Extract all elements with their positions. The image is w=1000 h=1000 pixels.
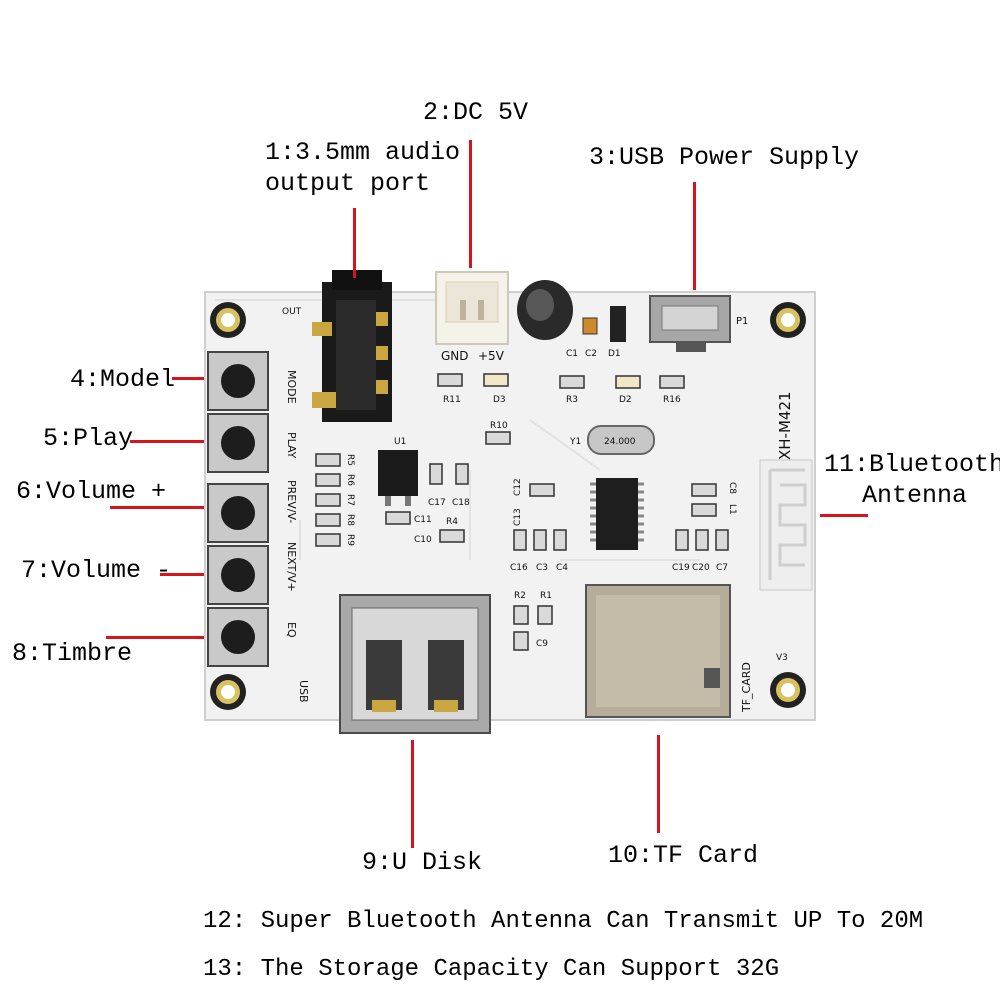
button-prev [207,483,269,543]
silk-r11: R11 [443,395,461,405]
audio-jack [312,270,392,422]
leader-dc [469,140,472,268]
callout-play: 5:Play [43,424,134,453]
silk-c16: C16 [510,563,528,573]
callout-volume-up: 6:Volume + [16,477,167,506]
leader-volume-up [110,506,204,509]
callout-u-disk: 9:U Disk [362,848,483,877]
silk-u1: U1 [394,437,406,447]
crystal-y1 [587,425,655,455]
mounting-hole [210,674,246,710]
silk-c11: C11 [414,515,432,525]
callout-timbre: 8:Timbre [12,639,133,668]
silk-r1: R1 [540,591,552,601]
dc-connector [435,271,509,345]
silk-c3: C3 [536,563,548,573]
leader-u-disk [411,740,414,848]
callout-model: 4:Model [70,365,176,394]
silk-r4: R4 [446,517,458,527]
main-ic [590,478,644,550]
silk-r7: R7 [345,494,355,506]
silk-r9: R9 [345,534,355,546]
silk-c7: C7 [716,563,728,573]
electrolytic-capacitor [517,280,626,342]
silk-c8: C8 [727,482,737,494]
callout-audio-port-line2: output port [265,169,431,198]
silk-c4: C4 [556,563,568,573]
callout-bluetooth-line1: 11:Bluetooth [824,450,1000,479]
button-mode [207,351,269,411]
button-play [207,413,269,473]
silk-usb: USB [297,680,310,703]
silk-v3: V3 [776,653,788,663]
silk-y1: Y1 [569,437,581,447]
silk-crystal: 24.000 [604,437,636,447]
silk-c20: C20 [692,563,710,573]
silk-r5: R5 [345,454,355,466]
silk-c9: C9 [536,639,548,649]
callout-tf-card: 10:TF Card [608,841,759,870]
silk-c10: C10 [414,535,432,545]
silk-d2: D2 [619,395,632,405]
silk-model-name: XH-M421 [776,391,794,460]
callout-audio-port-line1: 1:3.5mm audio [265,138,461,167]
regulator-u1 [378,450,418,506]
note-bluetooth-range: 12: Super Bluetooth Antenna Can Transmit… [203,908,924,935]
leader-bluetooth [820,514,868,517]
button-next [207,545,269,605]
usb-a-connector [339,594,491,734]
silk-next: NEXT/V+ [285,542,298,592]
silk-prev: PREV/V- [285,480,298,523]
callout-dc-5v: 2:DC 5V [423,98,529,127]
silk-eq: EQ [285,622,298,638]
silk-r3: R3 [566,395,578,405]
callout-bluetooth-line2: Antenna [862,481,968,510]
leader-timbre [106,636,204,639]
silk-p1: P1 [736,316,748,327]
silk-r16: R16 [663,395,681,405]
silk-5v: +5V [478,349,505,363]
button-eq [207,607,269,667]
leader-audio [353,208,356,278]
mounting-hole [770,672,806,708]
bluetooth-antenna-trace [759,459,813,591]
silk-r10: R10 [490,421,508,431]
silk-c13: C13 [513,508,523,526]
silk-r2: R2 [514,591,526,601]
silk-c19: C19 [672,563,690,573]
silk-d3: D3 [493,395,506,405]
leader-model [172,377,204,380]
silk-c18: C18 [452,498,470,508]
tf-card-slot [585,584,731,718]
note-storage-capacity: 13: The Storage Capacity Can Support 32G [203,956,780,983]
silk-c17: C17 [428,498,446,508]
callout-usb-power: 3:USB Power Supply [589,143,860,172]
silk-c1: C1 [566,349,578,359]
silk-c12: C12 [513,478,523,496]
micro-usb-connector [649,295,731,352]
silk-r8: R8 [345,514,355,526]
callout-volume-down: 7:Volume - [21,556,172,585]
silk-d1: D1 [608,349,621,359]
silk-mode: MODE [285,370,298,404]
silk-r6: R6 [345,474,355,486]
mounting-hole [210,302,246,338]
leader-tf-card [657,735,660,833]
silk-play: PLAY [285,432,298,459]
smd-components [315,373,729,651]
silk-out: OUT [282,307,302,317]
mounting-hole [770,302,806,338]
silk-l1: L1 [727,504,737,515]
silk-gnd: GND [441,349,469,363]
leader-volume-down [160,573,204,576]
silk-tf-card: TF_CARD [740,662,753,713]
silk-c2: C2 [585,349,597,359]
leader-play [130,440,204,443]
leader-usb-power [693,182,696,290]
